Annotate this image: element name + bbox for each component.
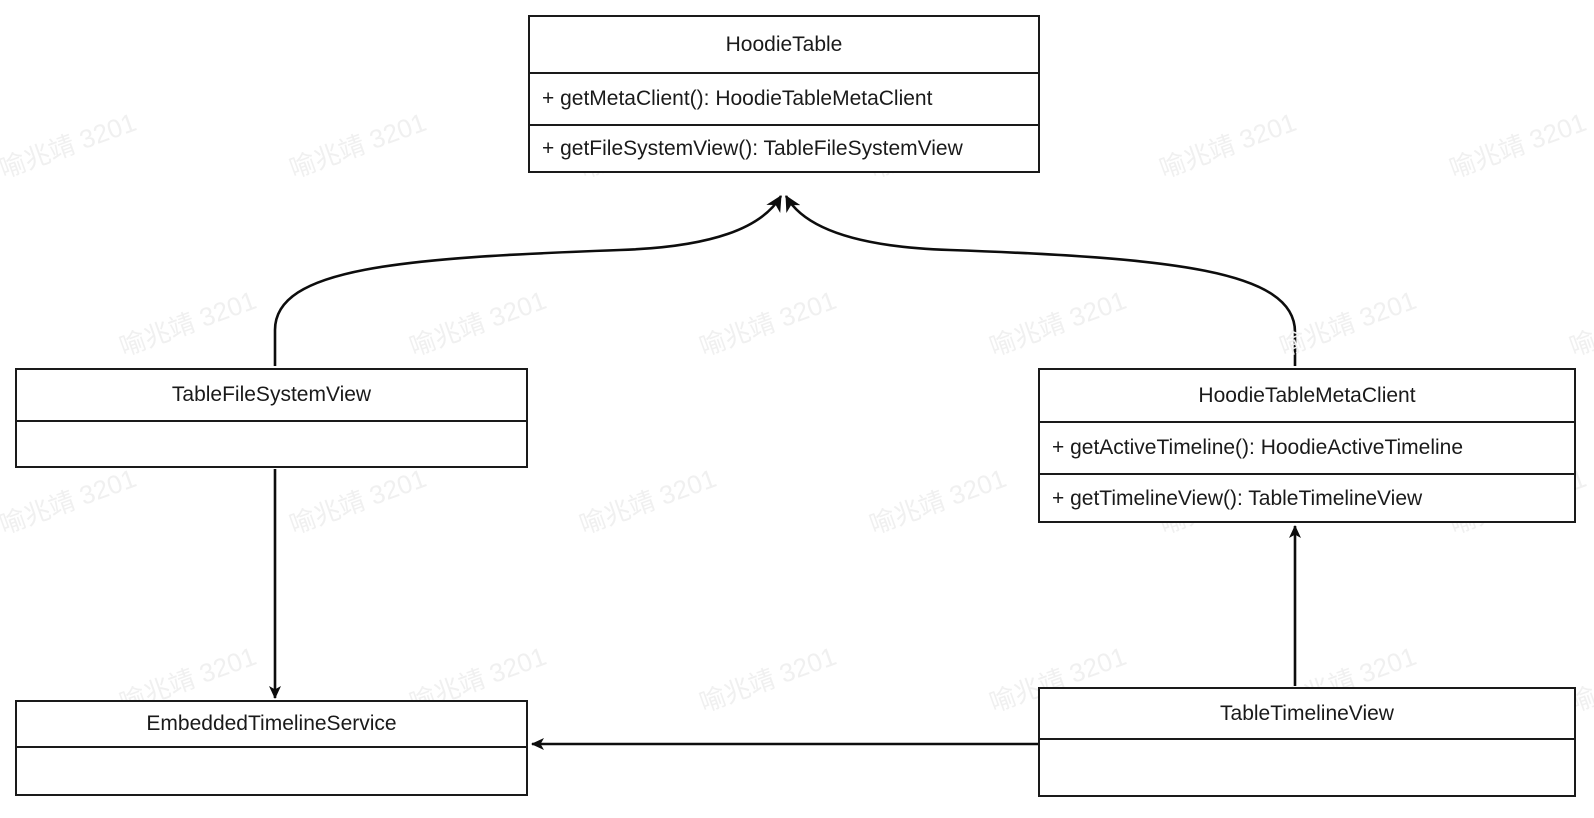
class-name-hoodie-table-meta-client: HoodieTableMetaClient — [1198, 383, 1416, 407]
uml-class-table-file-system-view[interactable]: TableFileSystemView — [15, 368, 528, 468]
class-member: + getMetaClient(): HoodieTableMetaClient — [542, 86, 933, 110]
connector-hoodietablemetaclient-to-hoodietable — [784, 195, 1297, 366]
class-members-hoodie-table-meta-client: + getActiveTimeline(): HoodieActiveTimel… — [1040, 421, 1574, 521]
class-name-table-file-system-view: TableFileSystemView — [171, 383, 372, 406]
uml-class-hoodie-table[interactable]: HoodieTable + getMetaClient(): HoodieTabl… — [528, 15, 1040, 173]
connector-tablefilesystemview-to-hoodietable — [273, 195, 783, 366]
class-member: + getFileSystemView(): TableFileSystemVi… — [530, 123, 1038, 174]
class-name-table-timeline-view: TableTimelineView — [1220, 701, 1394, 725]
class-members-embedded-timeline-service — [17, 746, 526, 794]
class-members-table-file-system-view — [17, 420, 526, 466]
class-member: + getTimelineView(): TableTimelineView — [1040, 473, 1574, 523]
uml-class-hoodie-table-meta-client[interactable]: HoodieTableMetaClient + getActiveTimeline… — [1038, 368, 1576, 523]
uml-class-embedded-timeline-service[interactable]: EmbeddedTimelineService — [15, 700, 528, 796]
class-name-hoodie-table: HoodieTable — [725, 32, 843, 56]
uml-class-table-timeline-view[interactable]: TableTimelineView — [1038, 687, 1576, 797]
class-name-embedded-timeline-service: EmbeddedTimelineService — [146, 712, 397, 735]
class-members-table-timeline-view — [1040, 738, 1574, 795]
class-members-hoodie-table: + getMetaClient(): HoodieTableMetaClient… — [530, 72, 1038, 171]
class-member: + getActiveTimeline(): HoodieActiveTimel… — [1052, 436, 1464, 459]
